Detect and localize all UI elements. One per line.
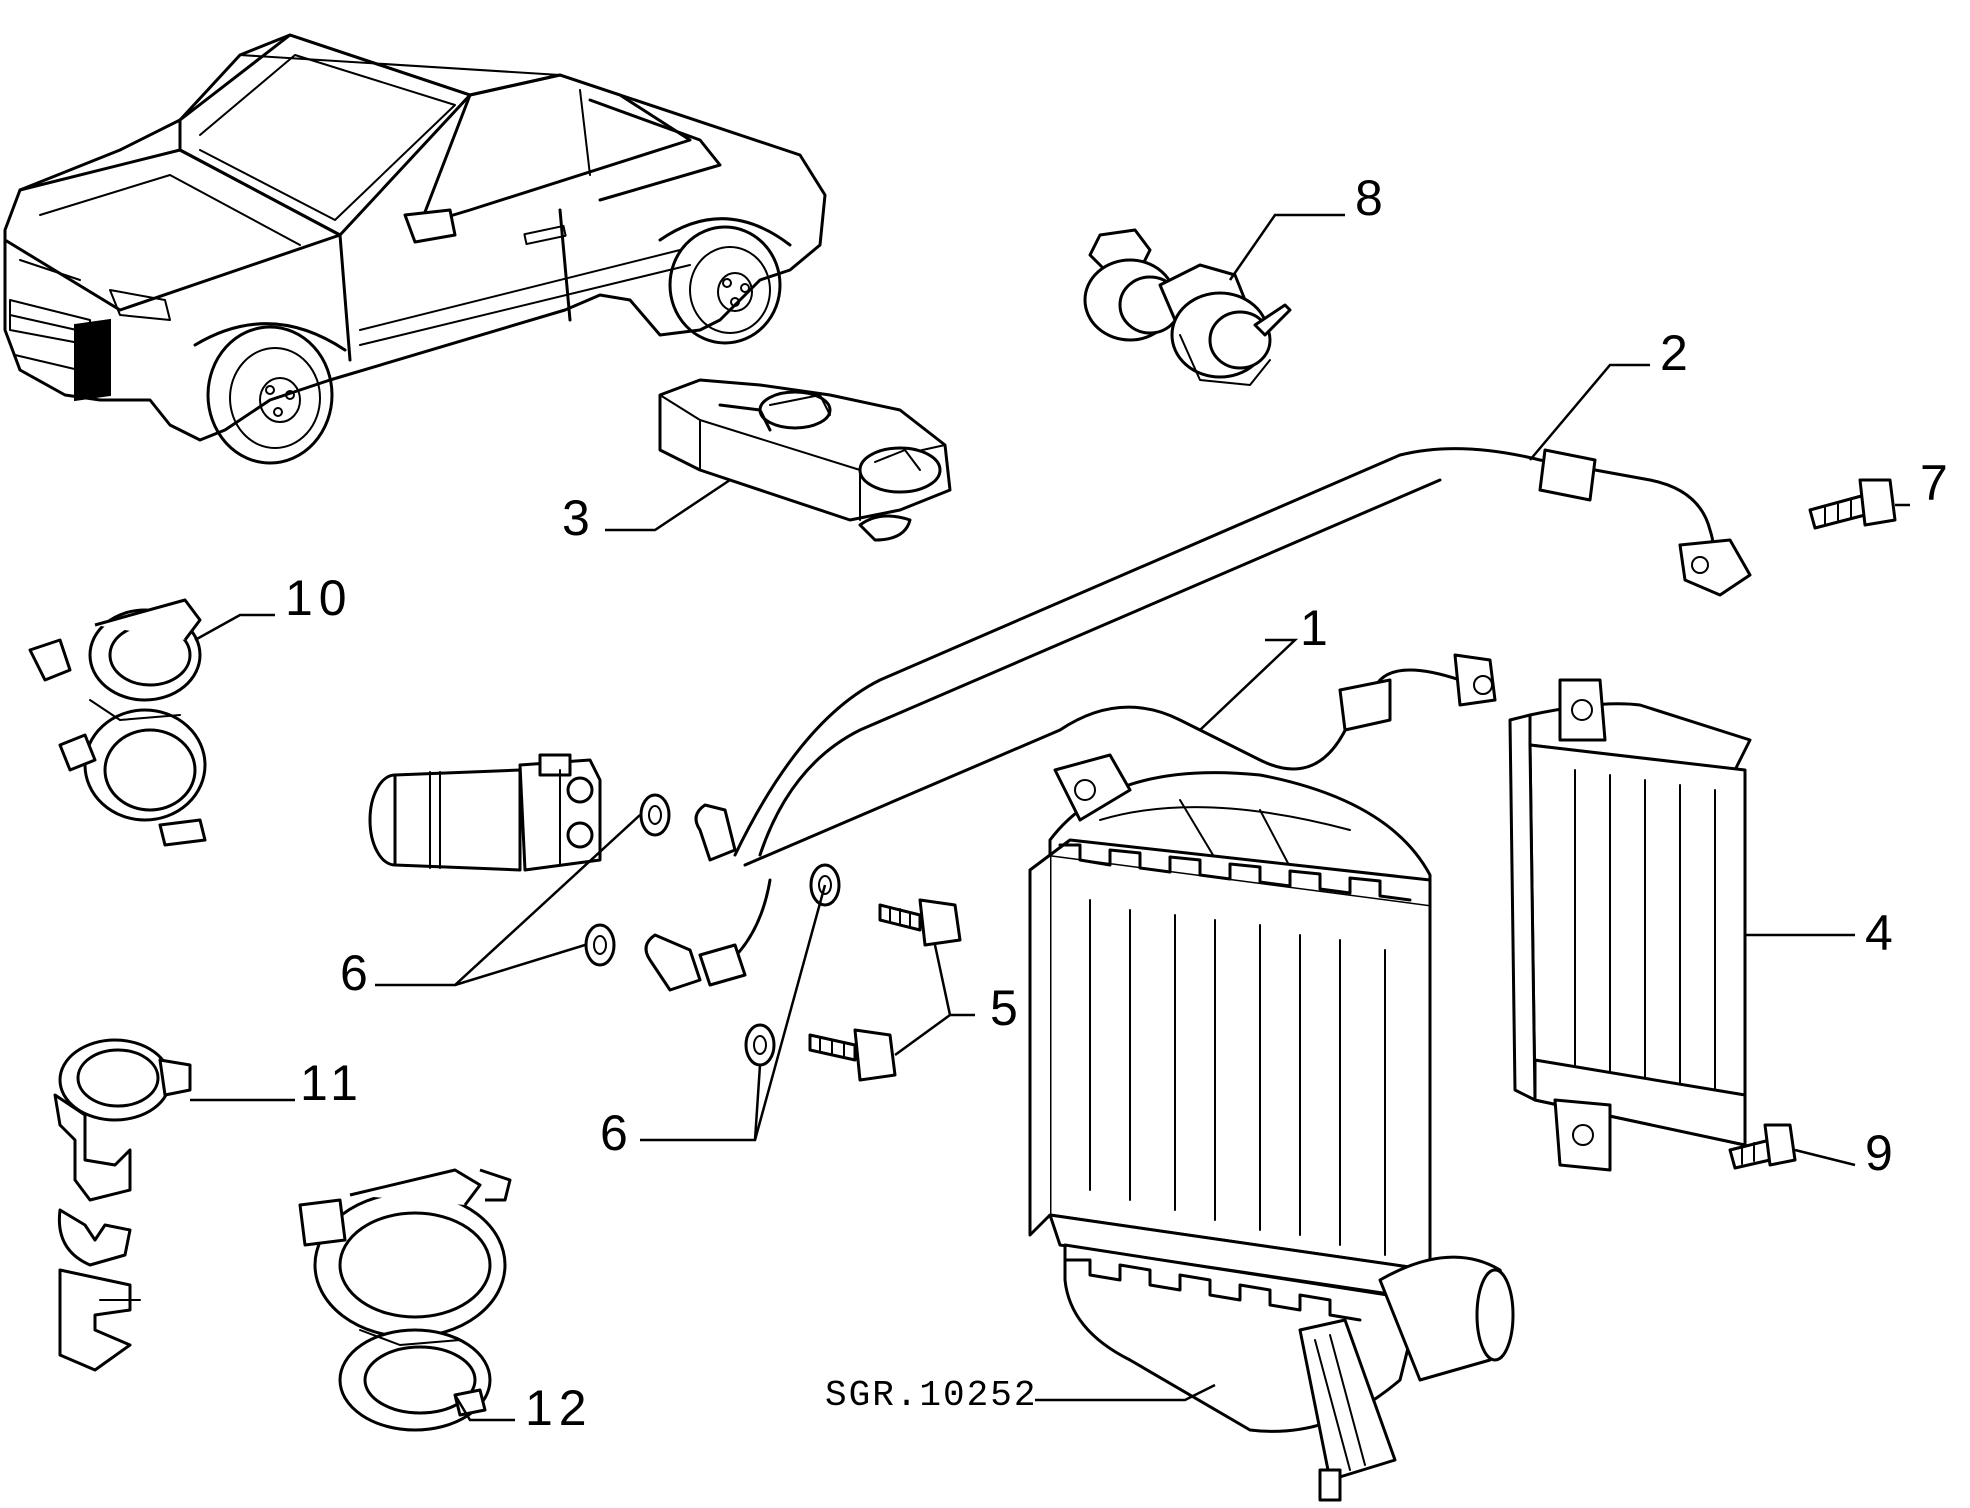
- part-9-bolt: [1728, 1123, 1797, 1170]
- callout-6-upper: 6: [340, 945, 374, 1001]
- callout-5: 5: [990, 980, 1024, 1036]
- callout-1: 1: [1300, 600, 1334, 656]
- intercooler: [1028, 753, 1515, 1502]
- callout-7: 7: [1920, 455, 1954, 511]
- pressure-canister: [368, 753, 602, 872]
- callout-2: 2: [1660, 325, 1694, 381]
- part-11-clip: [53, 1038, 192, 1372]
- callout-12: 12: [525, 1380, 593, 1436]
- car-illustration: [3, 33, 827, 465]
- part-8-hose-clip: [1083, 228, 1292, 386]
- drawing-reference: SGR.10252: [825, 1375, 1037, 1416]
- leader-lines: [190, 213, 1910, 1422]
- callout-11: 11: [300, 1055, 364, 1111]
- bolts: [808, 898, 962, 1082]
- callout-3: 3: [562, 490, 596, 546]
- part-3-mounting-bracket: [658, 378, 952, 542]
- part-4-auxiliary-radiator: [1508, 678, 1752, 1172]
- callout-9: 9: [1865, 1125, 1899, 1181]
- part-12-clip: [298, 1168, 512, 1432]
- callout-labels: 1 2 3 4 5 6 6 7 8 9 10 11 12 SGR.10252: [285, 170, 1954, 1436]
- pipe-1: [644, 653, 1497, 992]
- callout-8: 8: [1355, 170, 1389, 226]
- pipe-2: [694, 447, 1752, 862]
- part-10-clip: [28, 598, 207, 847]
- part-7-bolt: [1808, 478, 1897, 530]
- callout-10: 10: [285, 570, 353, 626]
- callout-4: 4: [1865, 905, 1899, 961]
- callout-6-lower: 6: [600, 1105, 634, 1161]
